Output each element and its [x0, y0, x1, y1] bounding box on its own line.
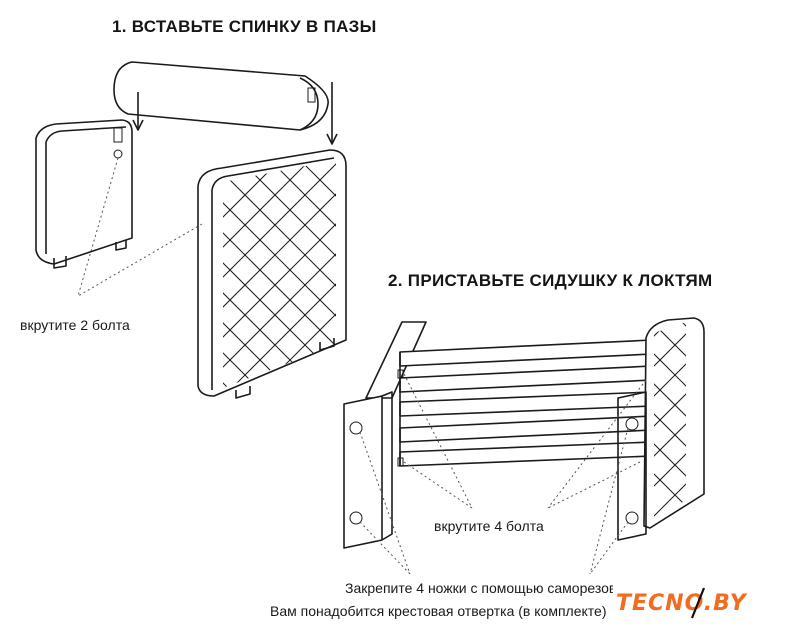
bolt-icon — [397, 457, 404, 467]
left-armrest-panel — [35, 119, 133, 269]
quilt-pattern — [223, 160, 336, 388]
leg-mount-icon — [625, 417, 639, 431]
screwdriver-note: Вам понадобится крестовая отвертка (в ко… — [270, 603, 607, 619]
bolster-cushion — [113, 61, 329, 131]
logo-wordmark: TECNO.BY — [616, 591, 748, 616]
slot-icon — [113, 127, 123, 143]
step-2-title: 2. ПРИСТАВЬТЕ СИДУШКУ К ЛОКТЯМ — [388, 271, 713, 290]
bolt-leader-lines-1 — [77, 157, 203, 297]
logo-slash-icon — [690, 587, 706, 619]
seat-frame — [365, 321, 653, 467]
right-armrest-quilted — [617, 317, 705, 541]
leg-mount-icon — [349, 421, 363, 435]
bolt-icon — [397, 369, 404, 379]
left-armrest-front — [343, 391, 393, 549]
bolts-caption-step2: вкрутите 4 болта — [434, 518, 544, 534]
insert-arrows — [132, 82, 338, 145]
slot-icon-bolster — [307, 87, 316, 103]
backrest-panel — [197, 149, 347, 399]
leg-mount-icon — [625, 511, 639, 525]
bolts-caption-step1: вкрутите 2 болта — [20, 317, 130, 333]
legs-instruction: Закрепите 4 ножки с помощью саморезов — [345, 580, 613, 596]
tecno-by-logo: TECNO.BY — [612, 584, 782, 625]
leg-mount-icon — [349, 511, 363, 525]
step-1-title: 1. ВСТАВЬТЕ СПИНКУ В ПАЗЫ — [112, 17, 377, 36]
bolt-leader-lines-2 — [359, 373, 647, 575]
